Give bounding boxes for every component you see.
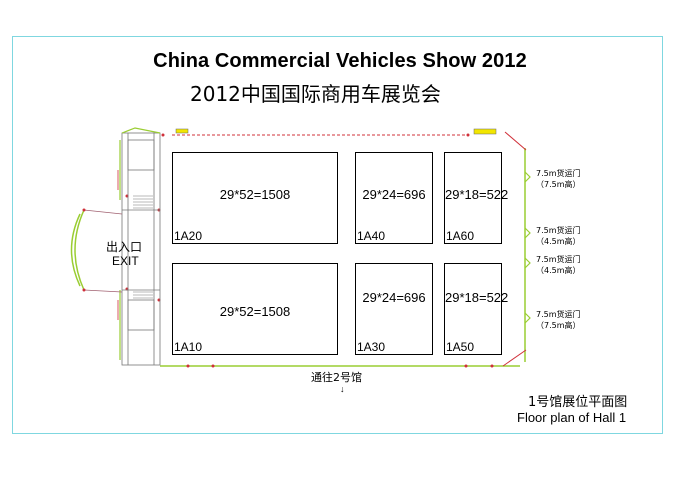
booth-code: 1A60 (446, 229, 475, 243)
freight-door-label: 7.5m货运门 (536, 226, 581, 235)
plan-caption-chinese: 1号馆展位平面图 (528, 395, 628, 410)
plan-caption-english: Floor plan of Hall 1 (517, 410, 627, 425)
freight-door-label: 7.5m货运门 (536, 169, 581, 178)
stairs-top (133, 195, 153, 209)
left-trims (119, 127, 161, 360)
freight-door-height: （7.5m高） (536, 180, 581, 189)
booth-code: 1A40 (357, 229, 386, 243)
page-frame (12, 36, 663, 434)
left-service-area (121, 132, 161, 366)
booth-area: 29*24=696 (362, 290, 426, 305)
freight-door-4: 7.5m货运门 （7.5m高） (536, 309, 581, 331)
booth-code: 1A50 (446, 340, 475, 354)
freight-door-height: （4.5m高） (536, 237, 581, 246)
booth-1a20[interactable]: 29*52=1508 1A20 (172, 152, 338, 244)
freight-door-height: （4.5m高） (536, 266, 581, 275)
down-arrow-icon: ↓ (340, 384, 345, 394)
freight-door-2: 7.5m货运门 （4.5m高） (536, 225, 581, 247)
booth-area: 29*18=522 (445, 290, 509, 305)
booth-area: 29*24=696 (362, 187, 426, 202)
booth-1a10[interactable]: 29*52=1508 1A10 (172, 263, 338, 355)
exit-label-chinese: 出入口 (106, 240, 143, 254)
passage-to-hall-2: 通往2号馆 (311, 371, 362, 384)
freight-door-height: （7.5m高） (536, 321, 581, 330)
booth-1a30[interactable]: 29*24=696 1A30 (355, 263, 433, 355)
right-wall-doors (524, 171, 531, 324)
entrance-canopy (70, 209, 85, 291)
freight-door-label: 7.5m货运门 (536, 310, 581, 319)
title-english: China Commercial Vehicles Show 2012 (153, 50, 527, 72)
exit-label-english: EXIT (112, 254, 139, 268)
freight-door-1: 7.5m货运门 （7.5m高） (536, 168, 581, 190)
booth-area: 29*52=1508 (219, 304, 291, 319)
freight-door-3: 7.5m货运门 （4.5m高） (536, 254, 581, 276)
corner-top-right (504, 131, 527, 151)
booth-1a50[interactable]: 29*18=522 1A50 (444, 263, 509, 355)
booth-1a40[interactable]: 29*24=696 1A40 (355, 152, 433, 244)
yellow-marker-left (175, 128, 189, 134)
freight-door-label: 7.5m货运门 (536, 255, 581, 264)
title-chinese: 2012中国国际商用车展览会 (190, 82, 441, 106)
booth-code: 1A30 (357, 340, 386, 354)
booth-area: 29*18=522 (445, 187, 509, 202)
booth-code: 1A10 (174, 340, 203, 354)
corner-bottom-right (502, 349, 527, 367)
yellow-marker-right (473, 128, 497, 135)
booth-code: 1A20 (174, 229, 203, 243)
entrance-lines (83, 209, 123, 293)
booth-1a60[interactable]: 29*18=522 1A60 (444, 152, 509, 244)
booth-area: 29*52=1508 (219, 187, 291, 202)
stairs-bottom (133, 291, 153, 299)
